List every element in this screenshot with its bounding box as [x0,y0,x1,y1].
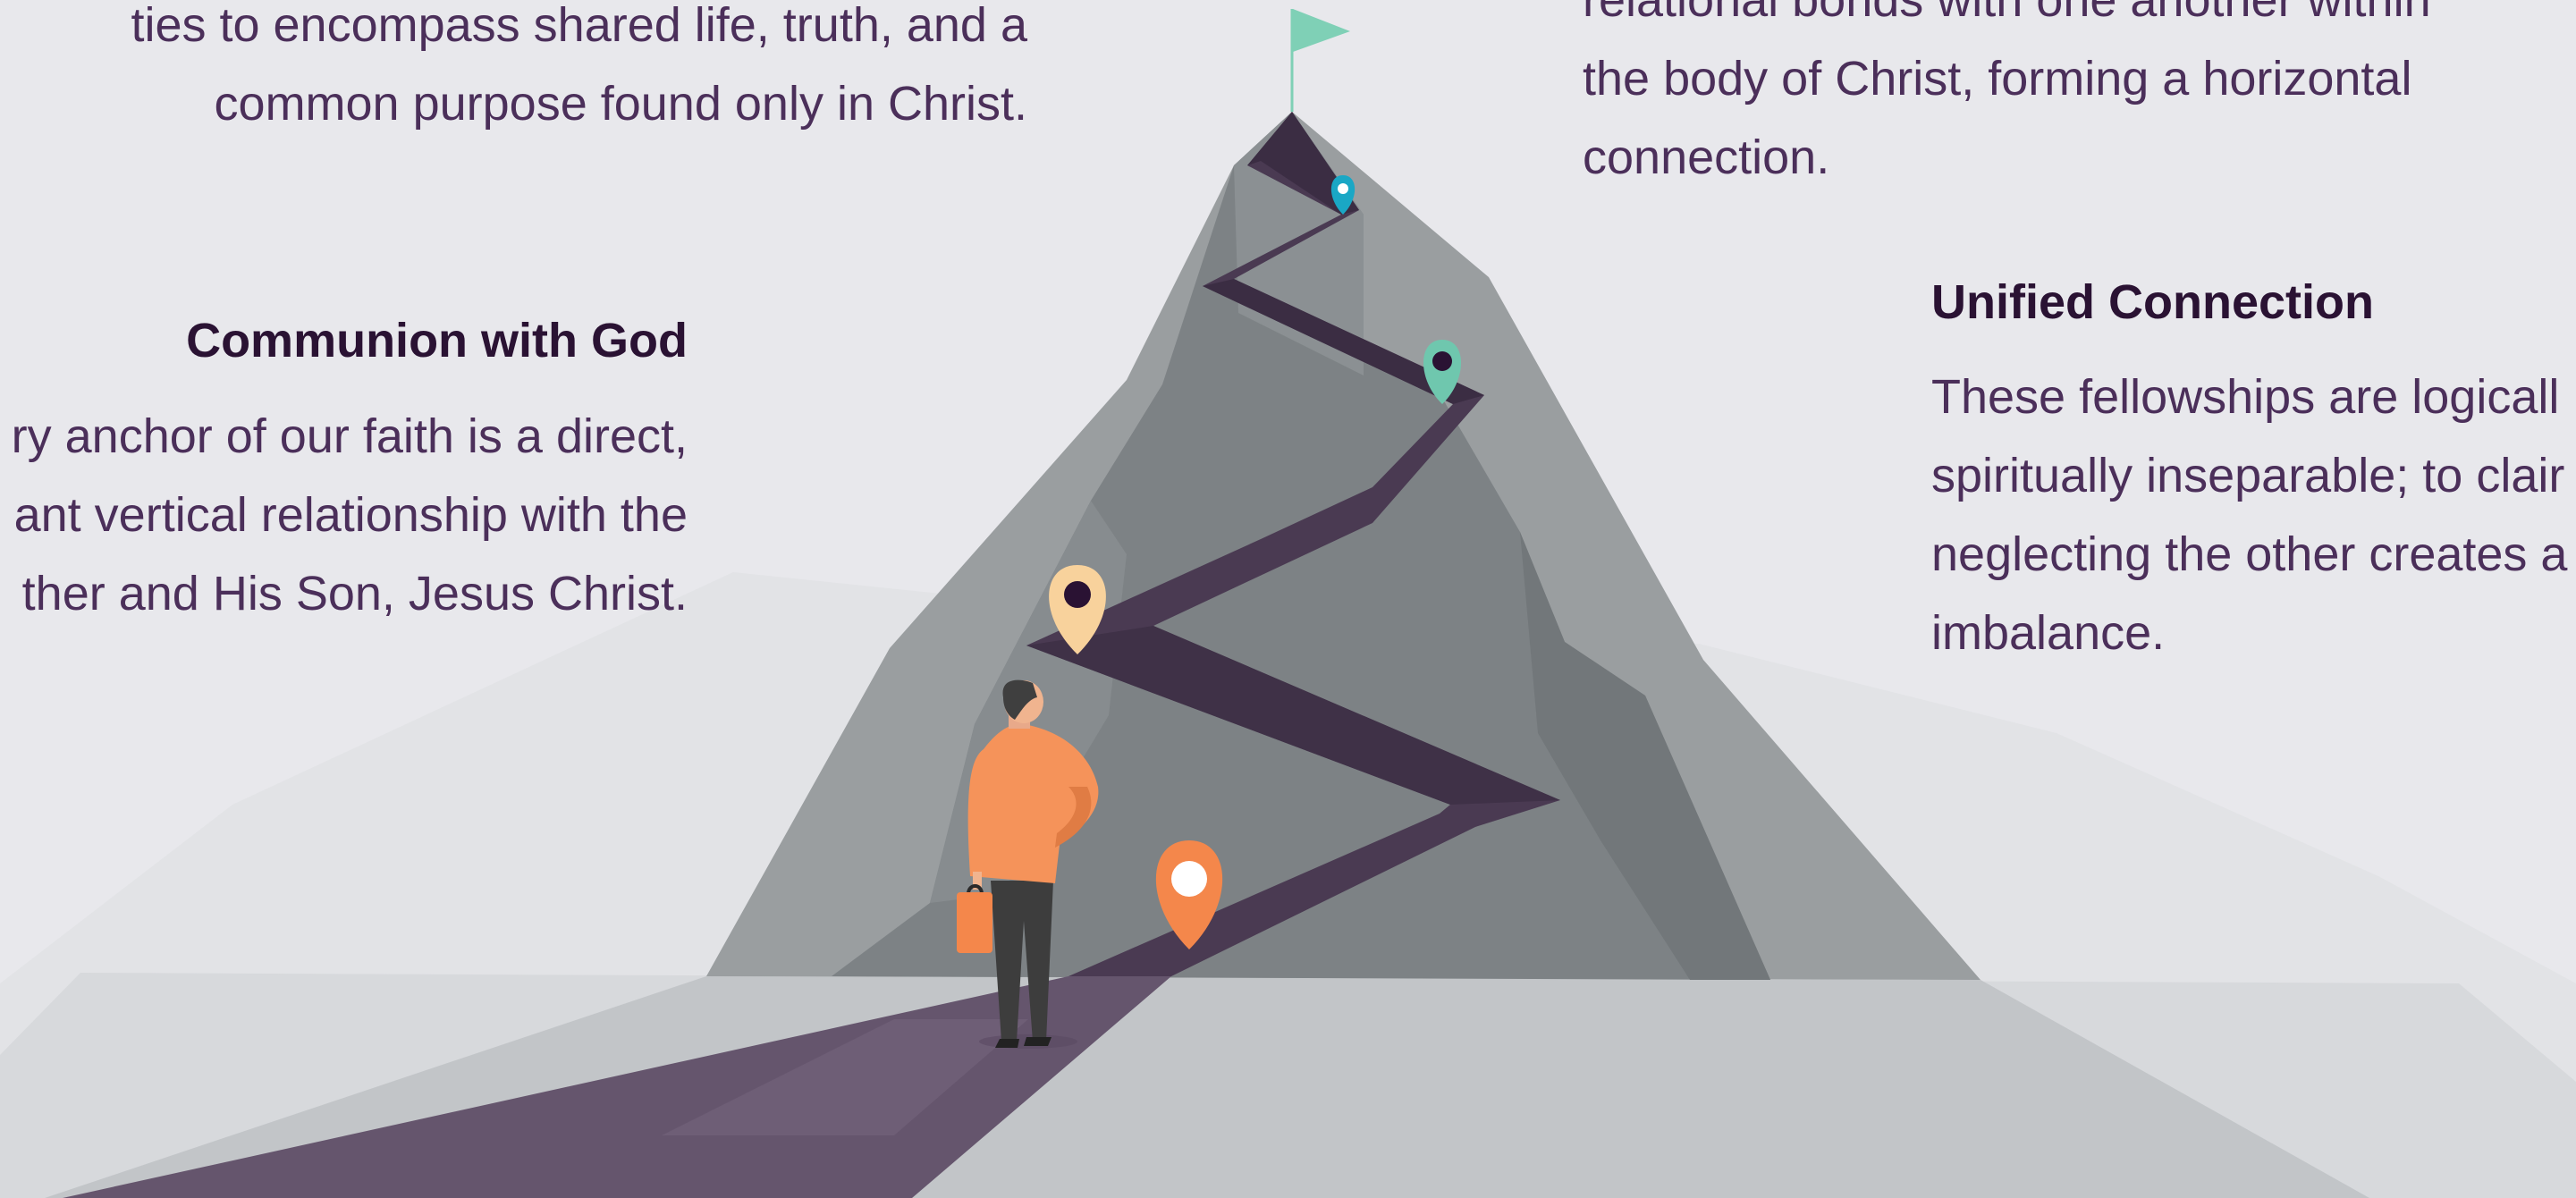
text-line: common purpose found only in Christ. [214,77,1027,131]
text-line: ant vertical relationship with the [13,488,688,542]
text-line: ther and His Son, Jesus Christ. [21,567,688,620]
text-line: neglecting the other creates a [1931,527,2568,581]
text-line: These fellowships are logicall [1931,370,2560,424]
top-right-paragraph: relational bonds with one another within… [1583,0,2431,197]
communion-paragraph: ry anchor of our faith is a direct, ant … [12,397,688,633]
map-pin-icon [1155,840,1223,949]
flag-icon [1290,9,1350,112]
text-line: relational bonds with one another within [1583,0,2431,27]
map-pin-icon [1330,175,1356,215]
text-line: ties to encompass shared life, truth, an… [131,0,1027,52]
text-line: imbalance. [1931,606,2166,660]
text-line: spiritually inseparable; to clair [1931,449,2565,502]
text-line: ry anchor of our faith is a direct, [11,409,688,463]
communion-heading: Communion with God [186,314,688,367]
map-pin-icon [1423,340,1461,404]
top-left-paragraph: ties to encompass shared life, truth, an… [131,0,1027,143]
text-line: the body of Christ, forming a horizontal [1583,52,2412,105]
person-icon [967,679,1099,1049]
unified-heading: Unified Connection [1931,275,2374,329]
text-line: connection. [1583,131,1830,184]
mountain-icon [706,112,1981,980]
unified-paragraph: These fellowships are logicall spiritual… [1931,358,2567,672]
map-pin-icon [1049,565,1106,654]
mountain-path [63,112,1560,1198]
briefcase-icon [957,884,992,953]
